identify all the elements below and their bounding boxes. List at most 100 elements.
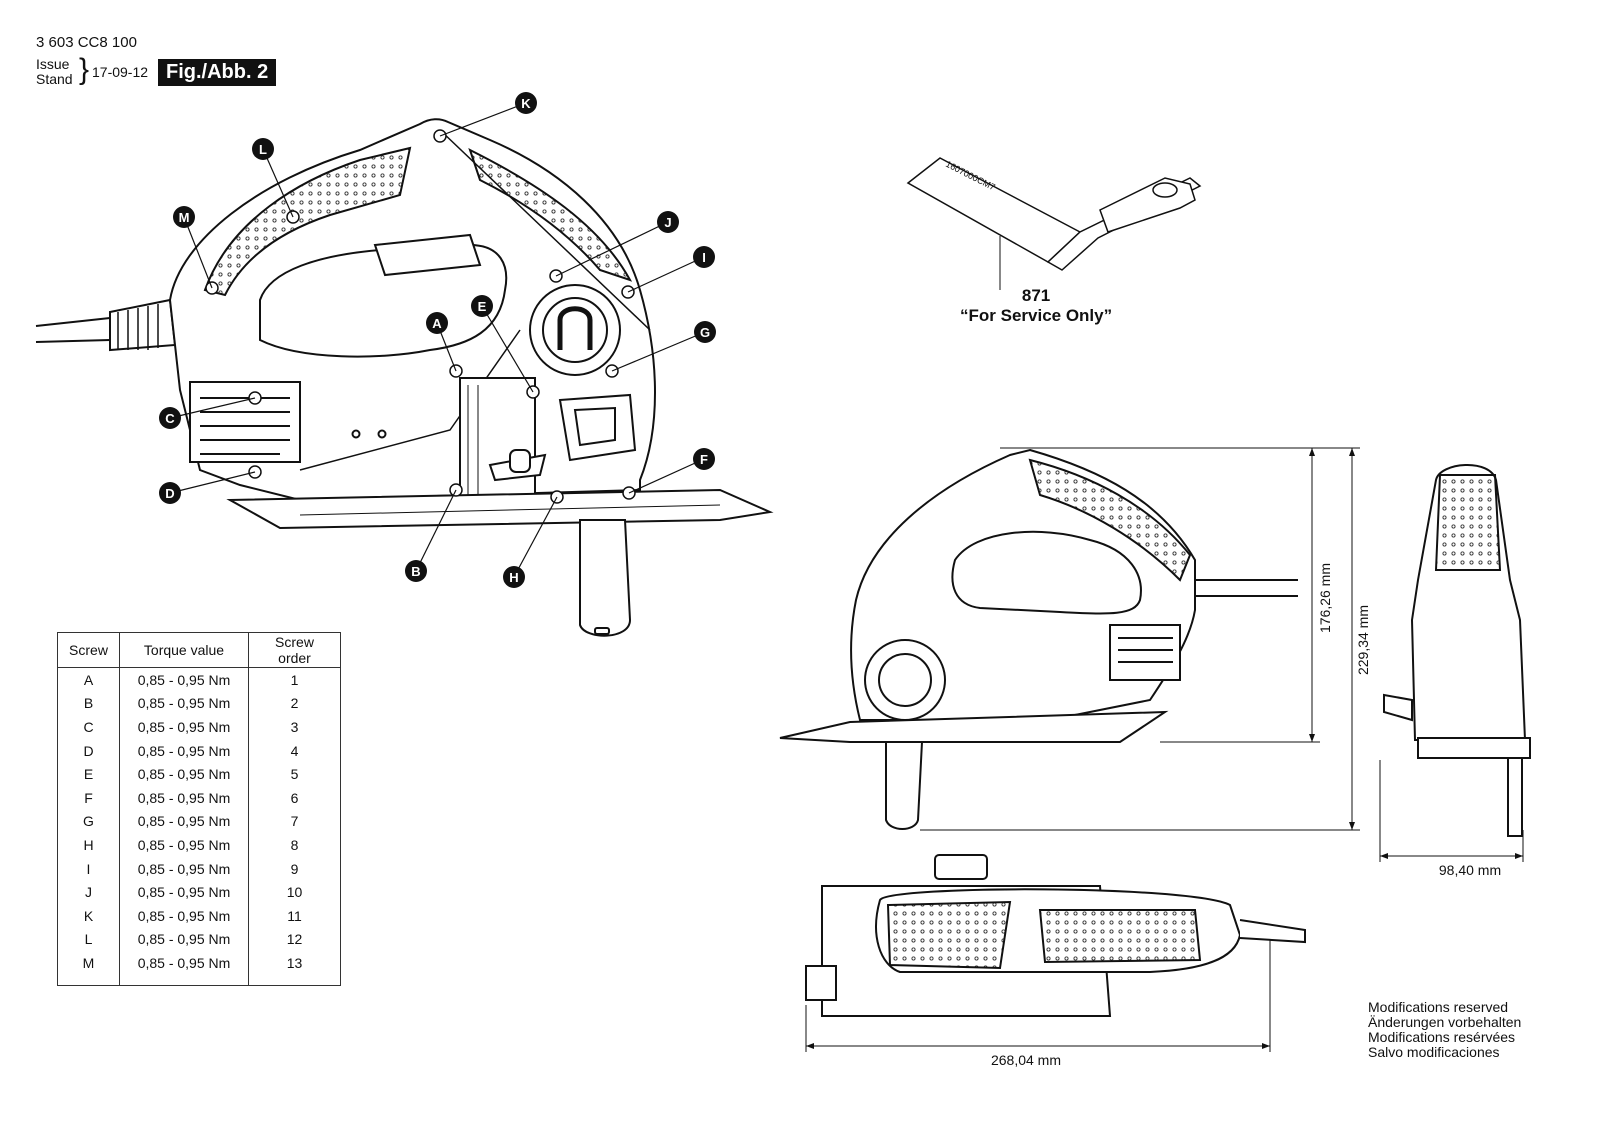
rear-grip-texture xyxy=(203,146,412,297)
dimension-lines xyxy=(805,447,1524,1052)
callout-i: I xyxy=(693,246,715,268)
cell-torque: 0,85 - 0,95 Nm xyxy=(119,738,249,763)
svg-text:C: C xyxy=(165,411,175,426)
dim-width: 98,40 mm xyxy=(1439,862,1501,878)
svg-text:G: G xyxy=(700,325,710,340)
mirror-blade xyxy=(885,741,924,830)
cell-torque: 0,85 - 0,95 Nm xyxy=(119,667,249,692)
issue-stand-labels: Issue Stand xyxy=(36,57,73,87)
service-part-label: 871 “For Service Only” xyxy=(960,286,1112,326)
cell-screw: E xyxy=(57,762,120,786)
cell-screw: C xyxy=(57,715,120,739)
cell-screw: K xyxy=(57,903,120,928)
cell-torque: 0,85 - 0,95 Nm xyxy=(119,762,249,786)
svg-text:H: H xyxy=(509,570,518,585)
cell-screw: G xyxy=(57,809,120,834)
cell-order: 5 xyxy=(248,762,341,786)
power-cable xyxy=(35,317,111,343)
mirror-vent xyxy=(1109,624,1181,681)
callout-h: H xyxy=(503,566,525,588)
cell-screw: F xyxy=(57,785,120,810)
callout-e: E xyxy=(471,295,493,317)
cell-order: 12 xyxy=(248,927,341,952)
service-tool: 1607000CM7 xyxy=(906,157,1202,290)
modifications-de: Änderungen vorbehalten xyxy=(1368,1014,1522,1030)
cell-order: 8 xyxy=(248,833,341,857)
svg-text:I: I xyxy=(702,250,706,265)
cell-screw: J xyxy=(57,880,120,904)
mirror-base xyxy=(779,710,1169,743)
jigsaw-end-view xyxy=(1383,464,1531,837)
modifications-note: Modifications reserved Änderungen vorbeh… xyxy=(1368,1000,1521,1060)
cell-torque: 0,85 - 0,95 Nm xyxy=(119,856,249,881)
brace-glyph: } xyxy=(79,53,90,86)
svg-text:E: E xyxy=(478,299,487,314)
callout-f: F xyxy=(693,448,715,470)
callout-g: G xyxy=(694,321,716,343)
document-code: 3 603 CC8 100 xyxy=(36,34,137,51)
vent-grille xyxy=(189,381,301,463)
dim-height-body: 176,26 mm xyxy=(1317,563,1333,633)
modifications-fr: Modifications resérvées xyxy=(1368,1029,1516,1045)
service-part-number: 871 xyxy=(1021,286,1051,305)
dim-length: 268,04 mm xyxy=(991,1052,1061,1068)
cell-torque: 0,85 - 0,95 Nm xyxy=(119,715,249,739)
cell-torque: 0,85 - 0,95 Nm xyxy=(119,880,249,904)
trigger-switch xyxy=(373,233,482,277)
cell-torque: 0,85 - 0,95 Nm xyxy=(119,951,249,986)
callout-m: M xyxy=(173,206,195,228)
issue-date: 17-09-12 xyxy=(92,64,149,80)
header-screw: Screw xyxy=(57,632,120,668)
header-order: Screw order xyxy=(248,632,341,668)
jigsaw-side-view xyxy=(35,102,774,637)
callout-a: A xyxy=(426,312,448,334)
cell-screw: B xyxy=(57,691,120,716)
svg-text:M: M xyxy=(179,210,190,225)
cell-torque: 0,85 - 0,95 Nm xyxy=(119,903,249,928)
callout-b: B xyxy=(405,560,427,582)
svg-text:K: K xyxy=(521,96,531,111)
callout-c: C xyxy=(159,407,181,429)
svg-text:L: L xyxy=(259,142,267,157)
cell-order: 7 xyxy=(248,809,341,834)
svg-text:A: A xyxy=(432,316,442,331)
callout-markers: A B C D E F G H I J K L M xyxy=(159,92,716,588)
dim-height-total: 229,34 mm xyxy=(1355,605,1371,675)
svg-text:J: J xyxy=(664,215,671,230)
cell-screw: L xyxy=(57,927,120,952)
dimension-arrows xyxy=(806,448,1523,1049)
mirror-cable xyxy=(1195,579,1298,597)
svg-text:D: D xyxy=(165,486,174,501)
top-knob xyxy=(934,854,988,880)
figure-label: Fig./Abb. 2 xyxy=(158,59,277,86)
callout-d: D xyxy=(159,482,181,504)
header-torque: Torque value xyxy=(119,632,249,668)
svg-text:F: F xyxy=(700,452,708,467)
cell-torque: 0,85 - 0,95 Nm xyxy=(119,833,249,857)
modifications-es: Salvo modificaciones xyxy=(1368,1044,1500,1060)
jigsaw-top-view xyxy=(805,854,1306,1017)
modifications-en: Modifications reserved xyxy=(1368,999,1509,1015)
cell-torque: 0,85 - 0,95 Nm xyxy=(119,691,249,716)
cell-order: 6 xyxy=(248,785,341,810)
mirror-handle-opening xyxy=(951,530,1142,615)
base-plate xyxy=(226,488,774,530)
jigsaw-mirror-view xyxy=(779,448,1298,830)
front-grip-texture xyxy=(468,148,633,282)
cell-screw: H xyxy=(57,833,120,857)
saw-blade xyxy=(579,519,632,637)
cell-order: 2 xyxy=(248,691,341,716)
issue-label: Issue xyxy=(36,56,70,72)
service-part-note: “For Service Only” xyxy=(960,306,1113,325)
